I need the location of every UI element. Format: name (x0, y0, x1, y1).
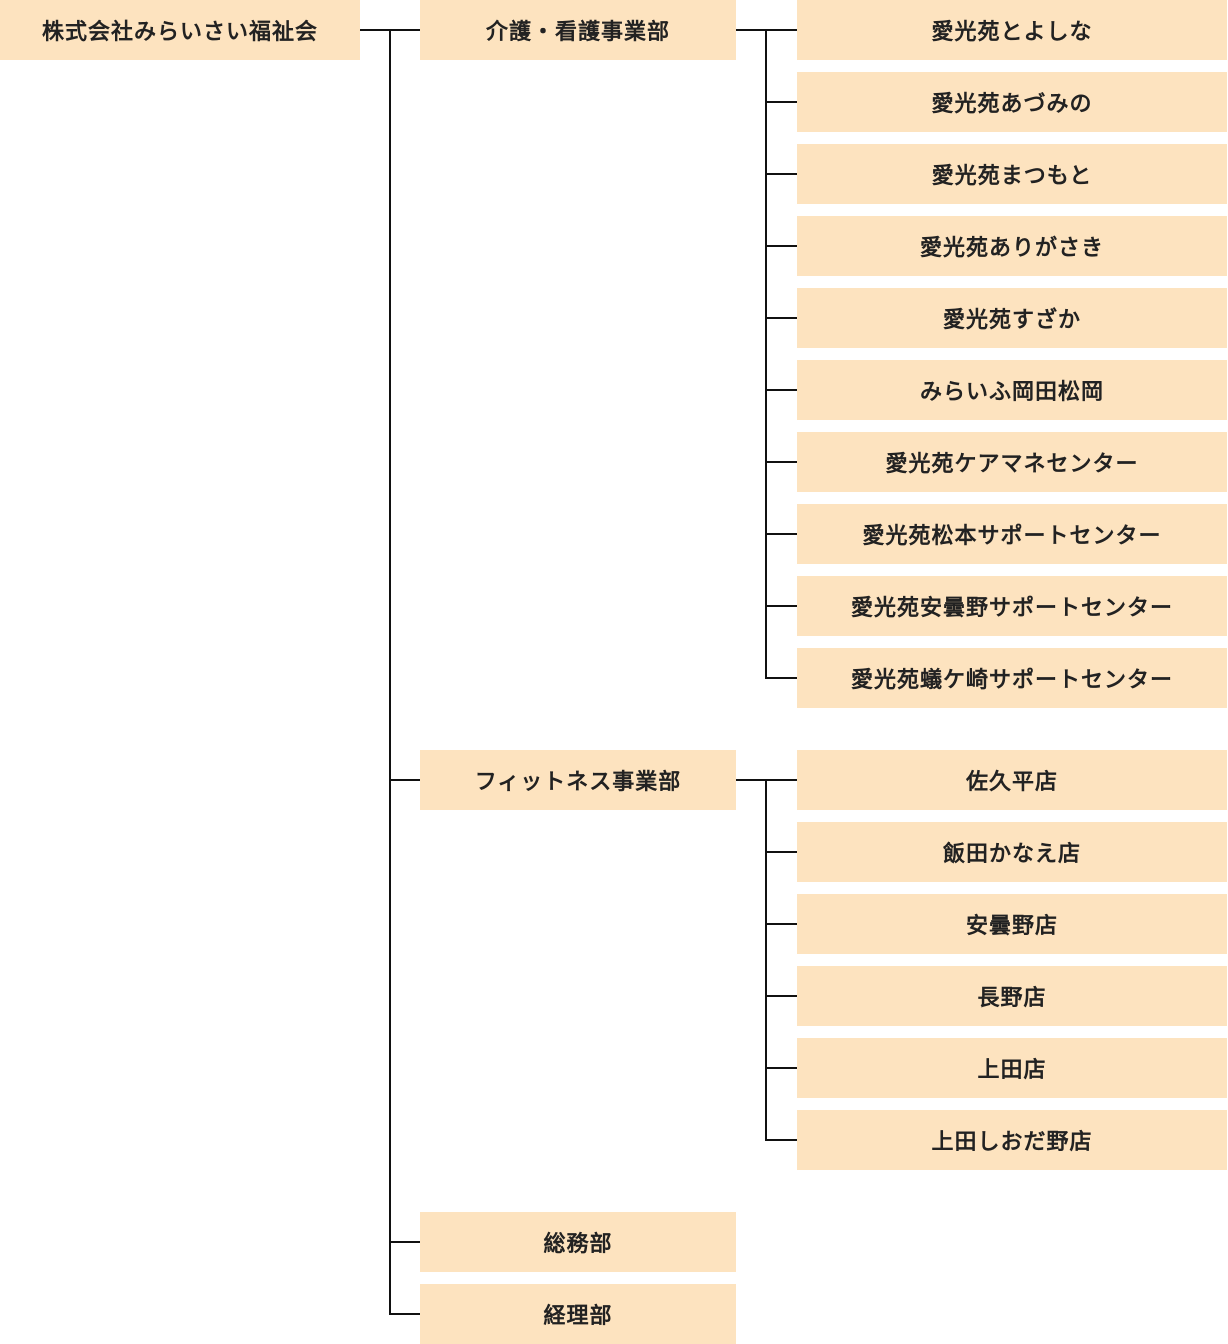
unit-connector-line (766, 29, 797, 31)
division-branch-line (390, 29, 420, 31)
unit-node: 飯田かなえ店 (797, 822, 1227, 882)
unit-node: 愛光苑松本サポートセンター (797, 504, 1227, 564)
trunk-line (389, 29, 391, 1315)
unit-node: 愛光苑ケアマネセンター (797, 432, 1227, 492)
division-node: 総務部 (420, 1212, 736, 1272)
division-node: フィットネス事業部 (420, 750, 736, 810)
unit-connector-line (766, 1067, 797, 1069)
unit-node: 佐久平店 (797, 750, 1227, 810)
unit-connector-line (766, 317, 797, 319)
unit-node: 愛光苑あづみの (797, 72, 1227, 132)
unit-connector-line (766, 851, 797, 853)
unit-node: 愛光苑とよしな (797, 0, 1227, 60)
division-branch-line (390, 1241, 420, 1243)
unit-connector-line (766, 995, 797, 997)
unit-node: みらいふ岡田松岡 (797, 360, 1227, 420)
unit-node: 愛光苑蟻ケ崎サポートセンター (797, 648, 1227, 708)
unit-node: 長野店 (797, 966, 1227, 1026)
unit-node: 上田しおだ野店 (797, 1110, 1227, 1170)
org-root: 株式会社みらいさい福祉会 (0, 0, 360, 60)
division-branch-line (390, 1313, 420, 1315)
unit-node: 愛光苑ありがさき (797, 216, 1227, 276)
unit-node: 愛光苑安曇野サポートセンター (797, 576, 1227, 636)
division-connector-line (736, 29, 766, 31)
unit-connector-line (766, 779, 797, 781)
unit-connector-line (766, 101, 797, 103)
unit-connector-line (766, 461, 797, 463)
division-connector-line (736, 779, 766, 781)
unit-node: 愛光苑まつもと (797, 144, 1227, 204)
root-connector-line (360, 29, 390, 31)
unit-branch-line (765, 779, 767, 1141)
unit-branch-line (765, 29, 767, 679)
unit-connector-line (766, 677, 797, 679)
unit-connector-line (766, 1139, 797, 1141)
unit-connector-line (766, 923, 797, 925)
unit-node: 上田店 (797, 1038, 1227, 1098)
unit-node: 愛光苑すざか (797, 288, 1227, 348)
unit-node: 安曇野店 (797, 894, 1227, 954)
unit-connector-line (766, 245, 797, 247)
unit-connector-line (766, 533, 797, 535)
unit-connector-line (766, 173, 797, 175)
division-node: 介護・看護事業部 (420, 0, 736, 60)
unit-connector-line (766, 605, 797, 607)
unit-connector-line (766, 389, 797, 391)
division-branch-line (390, 779, 420, 781)
division-node: 経理部 (420, 1284, 736, 1344)
